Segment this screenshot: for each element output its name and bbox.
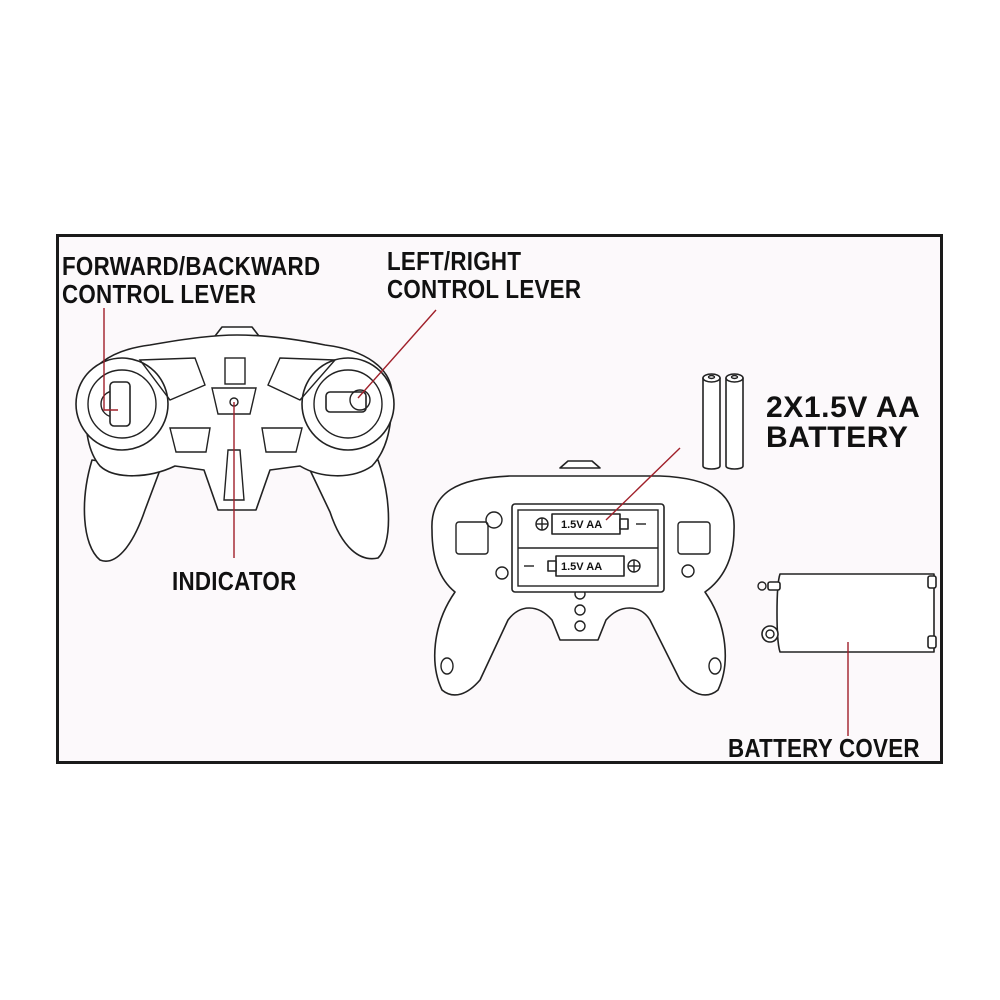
label-left-right-line1: LEFT/RIGHT bbox=[387, 246, 522, 276]
label-forward-backward-line1: FORWARD/BACKWARD bbox=[62, 251, 321, 281]
label-battery-line2: BATTERY bbox=[766, 421, 909, 454]
front-controller bbox=[75, 326, 395, 562]
battery-cover bbox=[757, 573, 937, 653]
label-forward-backward-line2: CONTROL LEVER bbox=[62, 279, 257, 309]
label-battery-cover: BATTERY COVER bbox=[728, 733, 920, 763]
label-indicator: INDICATOR bbox=[172, 566, 297, 596]
label-battery-line1: 2X1.5V AA bbox=[766, 391, 921, 424]
callout-lines bbox=[103, 308, 849, 736]
label-left-right-line2: CONTROL LEVER bbox=[387, 274, 582, 304]
back-controller: 1.5V AA 1.5V AA bbox=[431, 460, 735, 696]
aa-batteries bbox=[702, 373, 744, 470]
battery-slot-1-label: 1.5V AA bbox=[561, 519, 602, 531]
battery-slot-2-label: 1.5V AA bbox=[561, 561, 602, 573]
